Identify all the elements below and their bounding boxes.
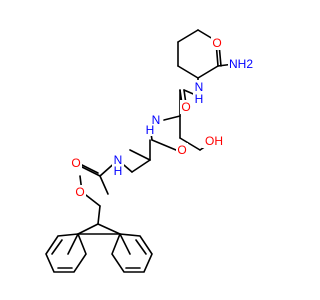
bond bbox=[177, 65, 199, 79]
alanine-hydrogen-label: H bbox=[114, 164, 123, 178]
serine-carbonyl-oxygen-label: O bbox=[181, 100, 190, 114]
bond bbox=[179, 137, 201, 151]
serine-nitrogen-label: N bbox=[152, 113, 161, 127]
leucine-fragment bbox=[177, 29, 235, 97]
leucine-nitrogen-label: N bbox=[195, 80, 204, 94]
bond bbox=[119, 233, 131, 255]
atom-labels: NH2 O N H O OH N H O N H O O bbox=[70, 36, 254, 199]
molecule-diagram: NH2 O N H O OH N H O N H O O bbox=[45, 29, 254, 273]
bond bbox=[177, 29, 199, 43]
carbamate-carbonyl-oxygen-label: O bbox=[71, 156, 80, 170]
serine-hydroxyl-label: OH bbox=[205, 134, 223, 148]
bond bbox=[97, 223, 121, 235]
right-benzene-ring bbox=[111, 233, 153, 273]
bond bbox=[97, 205, 101, 225]
left-benzene-ring bbox=[45, 233, 87, 273]
bond bbox=[151, 139, 177, 151]
alanine-carbonyl-oxygen-label: O bbox=[177, 143, 186, 157]
bond bbox=[135, 239, 147, 255]
structure-svg: NH2 O N H O OH N H O N H O O bbox=[45, 29, 254, 273]
bond bbox=[79, 165, 101, 177]
alanine-nitrogen-label: N bbox=[114, 153, 123, 167]
bond bbox=[163, 115, 181, 121]
bond bbox=[77, 223, 99, 235]
bond bbox=[131, 159, 151, 173]
leucine-hydrogen-label: H bbox=[195, 92, 204, 106]
bond bbox=[129, 149, 151, 161]
alanine-fragment bbox=[77, 125, 177, 207]
bond bbox=[197, 65, 219, 79]
terminal-nh2-label: NH2 bbox=[229, 57, 253, 71]
fluorenylmethyl-fragment bbox=[45, 205, 153, 273]
serine-hydrogen-label: H bbox=[146, 123, 155, 137]
bond bbox=[99, 175, 109, 195]
carbamate-ester-oxygen-label: O bbox=[75, 185, 84, 199]
amide-oxygen-label: O bbox=[212, 36, 221, 50]
bond bbox=[51, 239, 63, 255]
bond bbox=[67, 233, 79, 255]
